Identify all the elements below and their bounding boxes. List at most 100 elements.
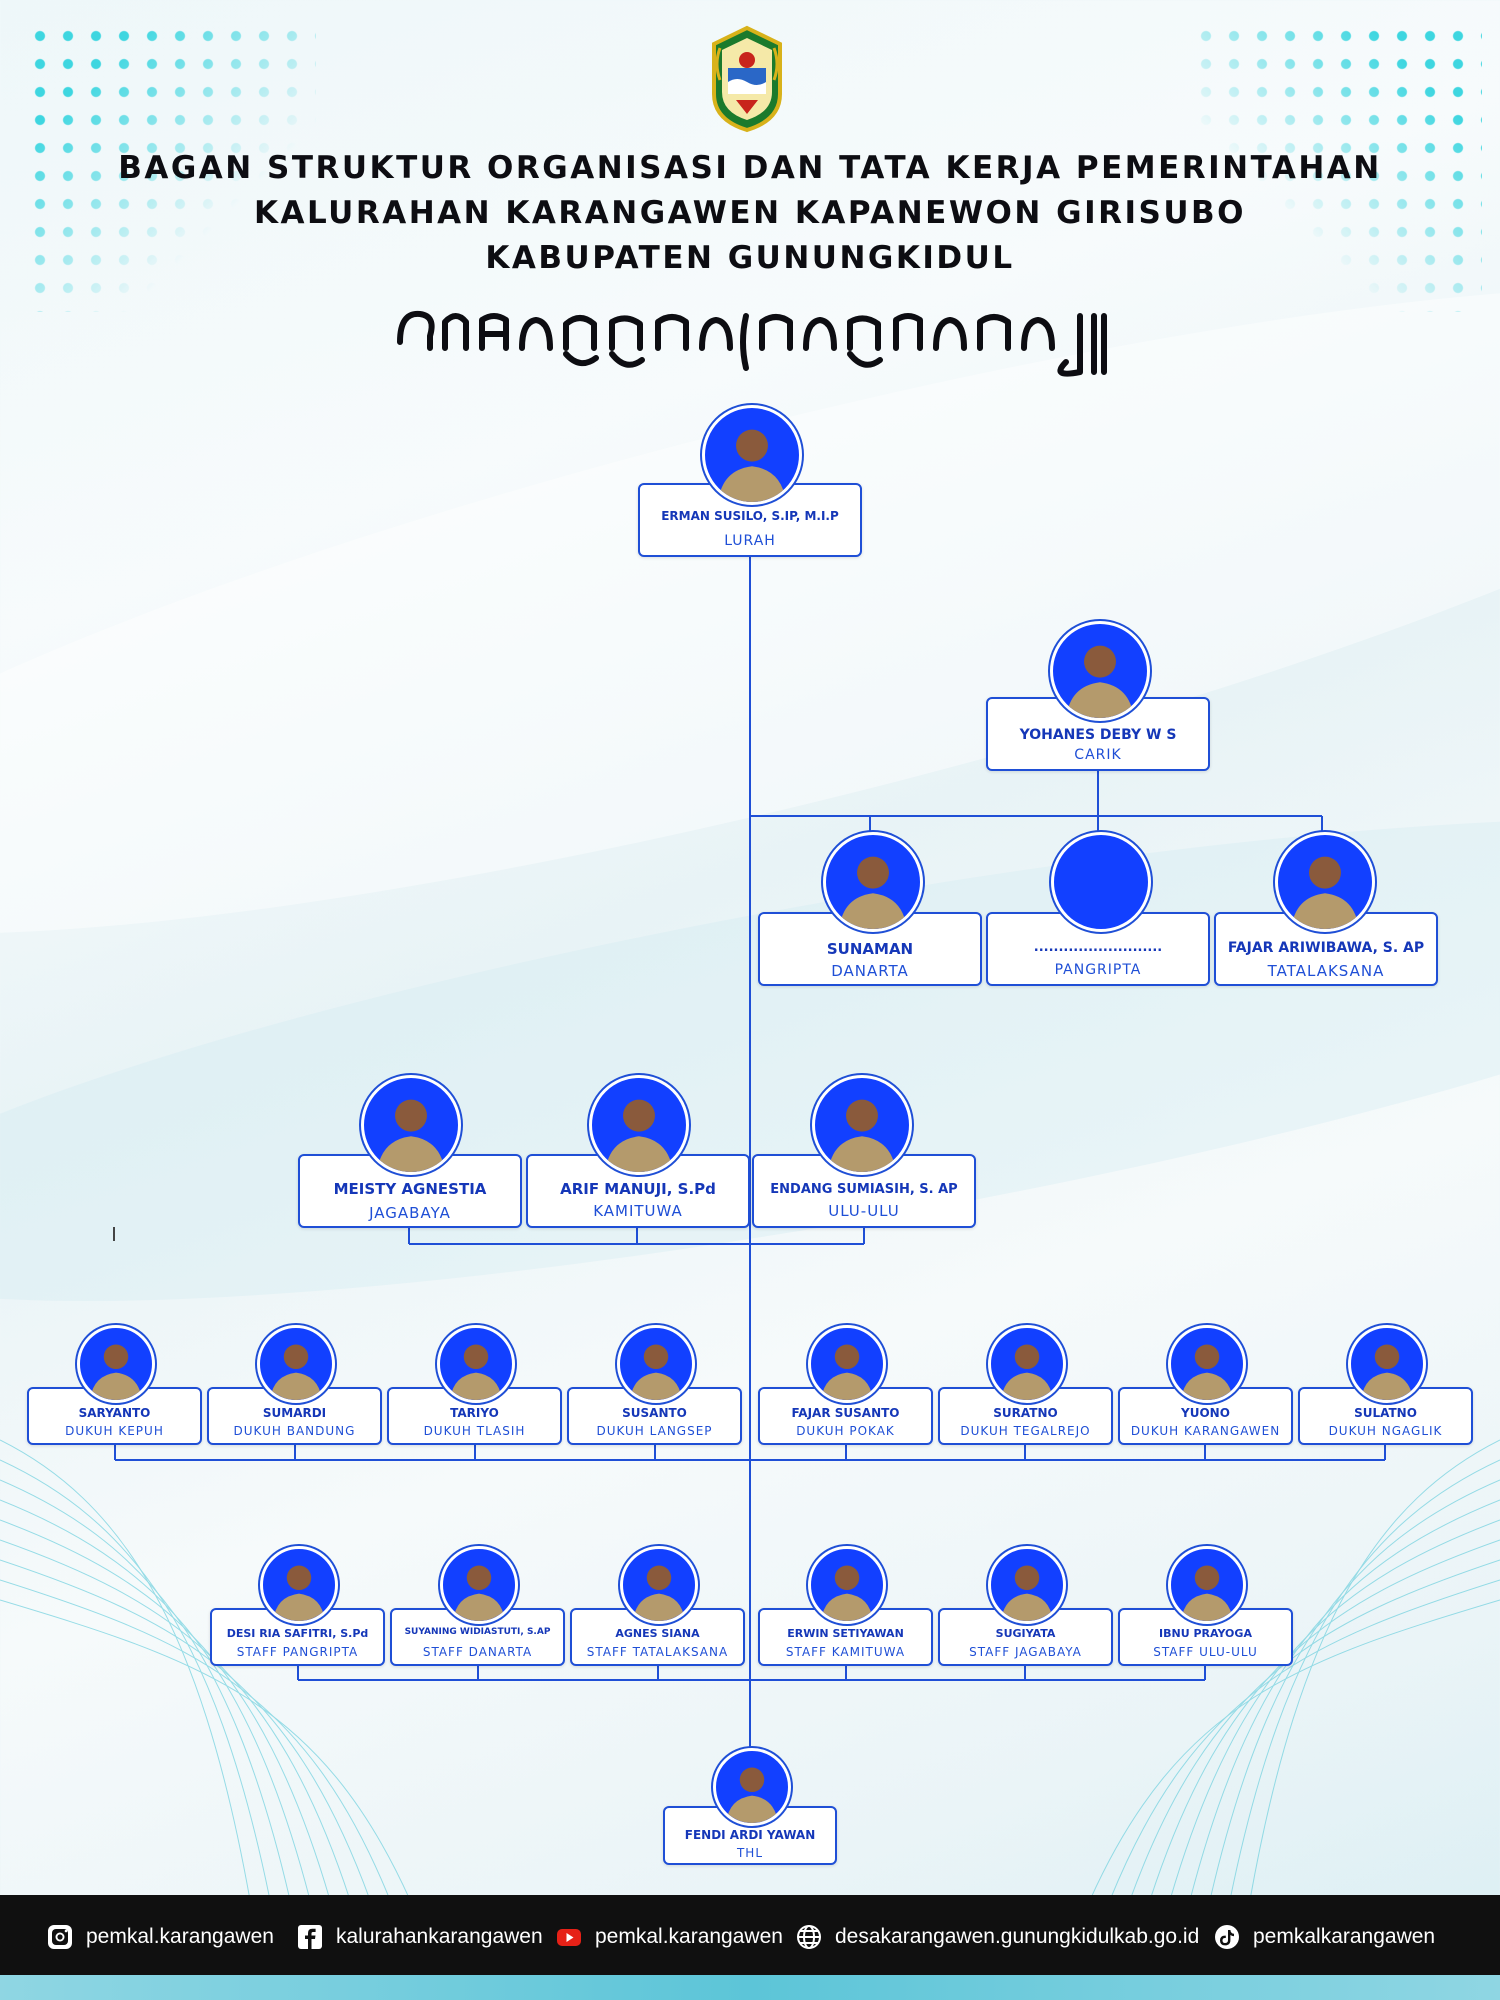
org-node-dukuh: SUMARDI DUKUH BANDUNG: [207, 1325, 382, 1445]
position-title: DUKUH KARANGAWEN: [1130, 1424, 1281, 1438]
avatar: [808, 1325, 886, 1403]
avatar: [589, 1075, 689, 1175]
position-title: KAMITUWA: [593, 1202, 683, 1220]
org-node-jagabaya: MEISTY AGNESTIA JAGABAYA: [298, 1075, 522, 1228]
org-node-dukuh: SURATNO DUKUH TEGALREJO: [938, 1325, 1113, 1445]
position-title: DUKUH TLASIH: [423, 1424, 526, 1438]
javanese-script-subtitle: [397, 310, 1107, 377]
avatar: [361, 1075, 461, 1175]
org-node-pangripta: .......................... PANGRIPTA: [986, 832, 1210, 986]
org-node-kamituwa: ARIF MANUJI, S.Pd KAMITUWA: [526, 1075, 750, 1228]
person-name: SUYANING WIDIASTUTI, S.AP: [404, 1627, 551, 1637]
website-url: desakarangawen.gunungkidulkab.go.id: [835, 1925, 1200, 1948]
youtube-icon: [555, 1923, 583, 1951]
org-node-staff: SUYANING WIDIASTUTI, S.AP STAFF DANARTA: [390, 1546, 565, 1666]
position-title: DANARTA: [831, 962, 909, 980]
avatar: [702, 405, 802, 505]
position-title: ULU-ULU: [828, 1202, 900, 1220]
position-title: DUKUH BANDUNG: [233, 1424, 356, 1438]
org-node-staff: SUGIYATA STAFF JAGABAYA: [938, 1546, 1113, 1666]
footer-bar: [0, 1895, 1500, 1975]
person-name: AGNES SIANA: [615, 1627, 700, 1640]
avatar: [260, 1546, 338, 1624]
avatar: [620, 1546, 698, 1624]
avatar-placeholder: [1051, 832, 1151, 932]
position-title: DUKUH POKAK: [796, 1424, 895, 1438]
position-title: TATALAKSANA: [1267, 962, 1385, 980]
avatar: [713, 1748, 791, 1826]
instagram-icon: [46, 1923, 74, 1951]
footer-tiktok[interactable]: pemkalkarangawen: [1213, 1922, 1435, 1952]
org-node-staff: AGNES SIANA STAFF TATALAKSANA: [570, 1546, 745, 1666]
position-title: PANGRIPTA: [1054, 962, 1142, 978]
avatar: [257, 1325, 335, 1403]
org-node-staff: ERWIN SETIYAWAN STAFF KAMITUWA: [758, 1546, 933, 1666]
youtube-handle: pemkal.karangawen: [595, 1925, 783, 1948]
person-name: SUMARDI: [262, 1406, 327, 1420]
org-node-dukuh: YUONO DUKUH KARANGAWEN: [1118, 1325, 1293, 1445]
avatar: [1168, 1546, 1246, 1624]
position-title: CARIK: [1074, 747, 1122, 763]
avatar: [77, 1325, 155, 1403]
avatar: [812, 1075, 912, 1175]
person-name: IBNU PRAYOGA: [1159, 1627, 1252, 1640]
org-node-dukuh: SUSANTO DUKUH LANGSEP: [567, 1325, 742, 1445]
person-name: SURATNO: [993, 1406, 1058, 1420]
avatar: [440, 1546, 518, 1624]
position-title: STAFF DANARTA: [422, 1645, 533, 1659]
person-name: ENDANG SUMIASIH, S. AP: [770, 1182, 958, 1197]
tiktok-handle: pemkalkarangawen: [1253, 1925, 1436, 1948]
org-card: FENDI ARDI YAWAN THL: [663, 1806, 837, 1865]
footer-facebook[interactable]: kalurahankarangawen: [296, 1922, 543, 1952]
avatar: [808, 1546, 886, 1624]
position-title: DUKUH KEPUH: [65, 1424, 164, 1438]
avatar: [1275, 832, 1375, 932]
person-name: MEISTY AGNESTIA: [333, 1180, 487, 1198]
person-name: SUGIYATA: [995, 1627, 1056, 1640]
title-line-2: KALURAHAN KARANGAWEN KAPANEWON GIRISUBO: [254, 195, 1246, 231]
footer-strip: [0, 1975, 1500, 2000]
text-cursor: [113, 1227, 115, 1241]
position-title: STAFF PANGRIPTA: [236, 1645, 359, 1659]
person-name: DESI RIA SAFITRI, S.Pd: [226, 1627, 369, 1640]
position-title: STAFF JAGABAYA: [969, 1645, 1082, 1659]
org-node-carik: YOHANES DEBY W S CARIK: [986, 621, 1210, 771]
avatar: [437, 1325, 515, 1403]
avatar: [988, 1546, 1066, 1624]
person-name: SUNAMAN: [826, 940, 914, 958]
footer-youtube[interactable]: pemkal.karangawen: [555, 1922, 783, 1952]
regency-emblem-icon: [712, 25, 782, 133]
person-name: YUONO: [1181, 1406, 1230, 1420]
footer-instagram[interactable]: pemkal.karangawen: [46, 1922, 274, 1952]
tiktok-icon: [1213, 1923, 1241, 1951]
position-title: DUKUH NGAGLIK: [1328, 1424, 1443, 1438]
position-title: STAFF TATALAKSANA: [586, 1645, 729, 1659]
person-name: TARIYO: [450, 1406, 499, 1420]
facebook-handle: kalurahankarangawen: [336, 1925, 543, 1948]
footer-website[interactable]: desakarangawen.gunungkidulkab.go.id: [795, 1922, 1199, 1952]
position-title: DUKUH TEGALREJO: [960, 1424, 1091, 1438]
org-node-ulu-ulu: ENDANG SUMIASIH, S. AP ULU-ULU: [752, 1075, 976, 1228]
person-name: ..........................: [1033, 940, 1163, 955]
position-title: DUKUH LANGSEP: [596, 1424, 713, 1438]
person-name: SUSANTO: [622, 1406, 687, 1420]
org-node-thl: FENDI ARDI YAWAN THL: [663, 1748, 837, 1865]
facebook-icon: [296, 1923, 324, 1951]
org-node-tatalaksana: FAJAR ARIWIBAWA, S. AP TATALAKSANA: [1214, 832, 1438, 986]
title-line-1: BAGAN STRUKTUR ORGANISASI DAN TATA KERJA…: [118, 150, 1382, 186]
dot-pattern-left: [26, 22, 316, 312]
person-name: YOHANES DEBY W S: [1019, 727, 1177, 743]
org-node-danarta: SUNAMAN DANARTA: [758, 832, 982, 986]
position-title: STAFF KAMITUWA: [785, 1645, 906, 1659]
person-name: ERWIN SETIYAWAN: [787, 1627, 904, 1640]
position-title: STAFF ULU-ULU: [1153, 1645, 1258, 1659]
title-line-3: KABUPATEN GUNUNGKIDUL: [485, 240, 1015, 276]
person-name: FAJAR ARIWIBAWA, S. AP: [1227, 940, 1425, 956]
avatar: [1050, 621, 1150, 721]
avatar: [1168, 1325, 1246, 1403]
avatar: [823, 832, 923, 932]
